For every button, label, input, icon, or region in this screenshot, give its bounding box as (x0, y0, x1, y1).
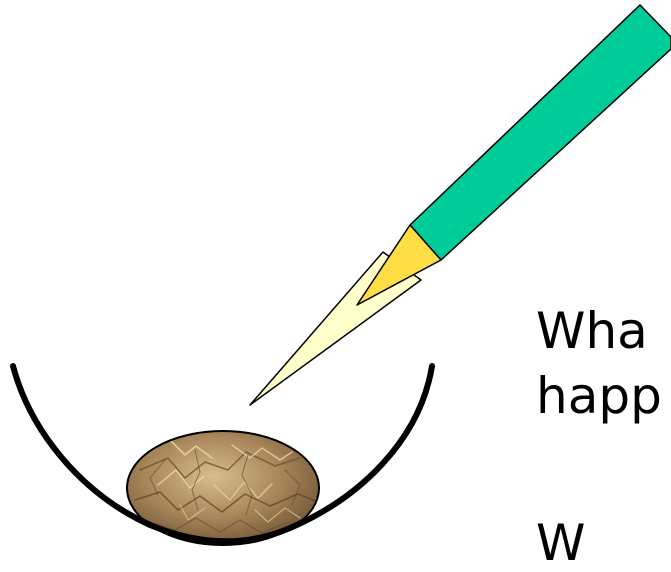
pipette-tube (410, 5, 671, 260)
caption-line-2: happ (536, 371, 662, 421)
caption-line-3: W (536, 518, 585, 568)
caption-line-1: Wha (536, 306, 648, 356)
diagram-canvas (0, 0, 671, 550)
